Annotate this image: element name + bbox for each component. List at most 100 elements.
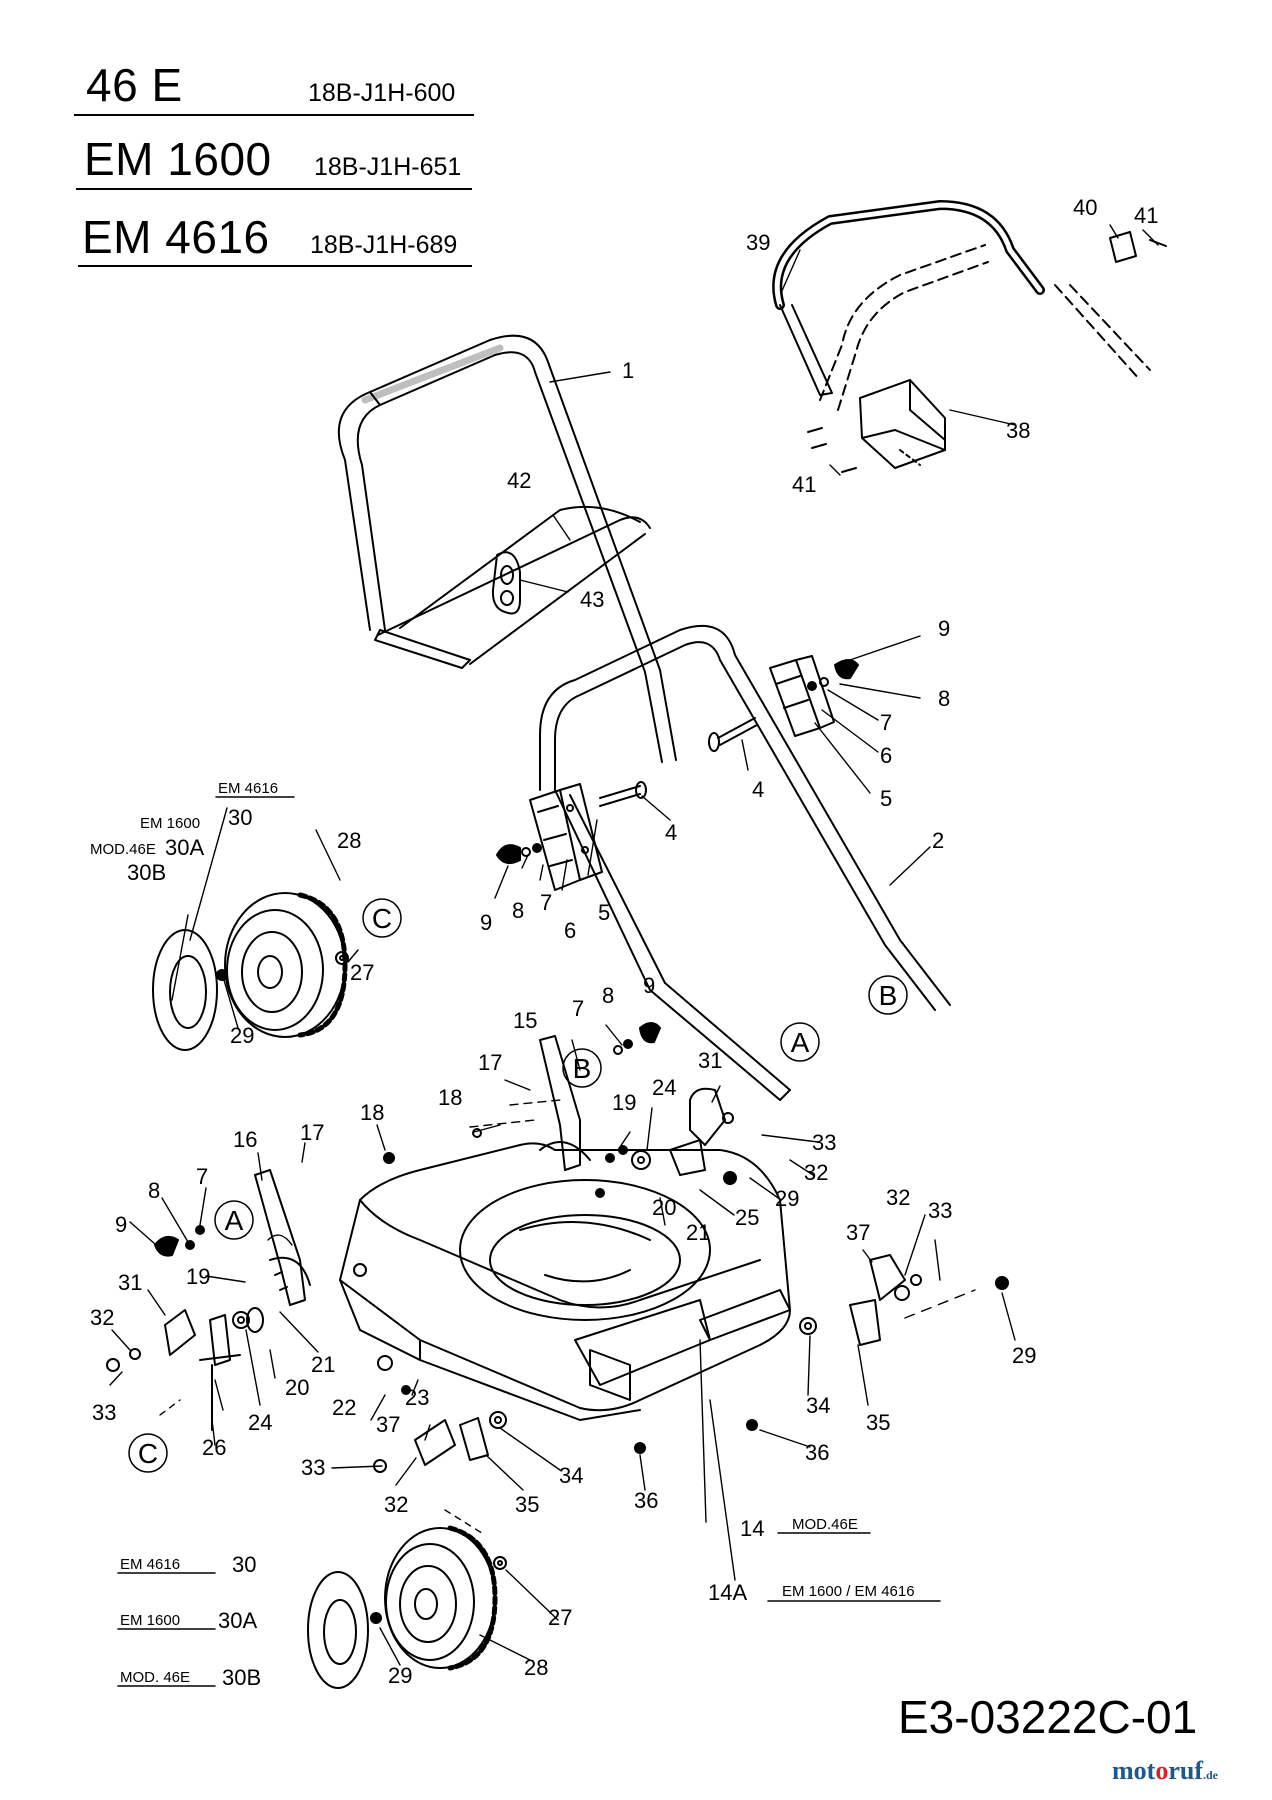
callout: 19 (186, 1264, 210, 1289)
callout: 14 (740, 1516, 764, 1541)
callout: 41 (1134, 203, 1158, 228)
callout: 42 (507, 468, 531, 493)
callout: 32 (384, 1492, 408, 1517)
cross-bar (374, 505, 651, 669)
callout: 34 (806, 1393, 830, 1418)
bolt-4-right (708, 717, 758, 752)
callout: 5 (880, 786, 892, 811)
callout: 27 (350, 960, 374, 985)
model-row-em4616: EM 4616 18B-J1H-689 (82, 210, 457, 264)
note-mod46e: MOD.46E (792, 1516, 858, 1533)
ref-letter-a: A (225, 1205, 244, 1236)
callout: 32 (804, 1160, 828, 1185)
callout: 7 (572, 996, 584, 1021)
callout: 35 (515, 1492, 539, 1517)
callout: 15 (513, 1008, 537, 1033)
callout: 7 (540, 890, 552, 915)
callout: 35 (866, 1410, 890, 1435)
watermark-part: o (1155, 1756, 1169, 1785)
note-mod46e: MOD.46E (90, 841, 156, 858)
callout: 33 (812, 1130, 836, 1155)
ref-letter-c: C (372, 903, 392, 934)
callout: 17 (300, 1120, 324, 1145)
callout: 30B (127, 860, 166, 885)
callout: 32 (90, 1305, 114, 1330)
watermark-part: .de (1203, 1768, 1218, 1782)
small-hardware (106, 951, 1009, 1624)
callout: 24 (248, 1410, 272, 1435)
wheel-bracket-front-left (164, 1309, 241, 1431)
height-lever-left (254, 1169, 311, 1306)
callout: 30A (218, 1608, 257, 1633)
cable-clip (491, 551, 521, 615)
callout: 33 (928, 1198, 952, 1223)
callout: 39 (746, 230, 770, 255)
callout: 2 (932, 828, 944, 853)
callout: 9 (115, 1212, 127, 1237)
ref-letter-c: C (138, 1438, 158, 1469)
knob-9-right (807, 659, 859, 691)
mower-deck (339, 1142, 791, 1421)
callout-numbers: 1 42 43 9 8 7 6 5 4 4 2 9 8 7 6 5 28 27 … (90, 195, 1158, 1690)
callout: 1 (622, 358, 634, 383)
callout: 31 (698, 1048, 722, 1073)
callout: 21 (311, 1352, 335, 1377)
reference-letters: C A B B A C (138, 903, 897, 1469)
callout: 41 (792, 472, 816, 497)
model-name: EM 1600 (84, 133, 272, 185)
leader-lines (109, 224, 1159, 1666)
callout: 9 (938, 616, 950, 641)
callout: 31 (118, 1270, 142, 1295)
model-name: EM 4616 (82, 211, 270, 263)
callout: 7 (880, 710, 892, 735)
upper-handle (337, 334, 677, 763)
model-code: 18B-J1H-689 (310, 231, 458, 259)
model-name: 46 E (86, 59, 183, 111)
handle-clamp-right (769, 655, 835, 737)
callout: 4 (752, 777, 764, 802)
header-rule (76, 188, 472, 190)
callout: 26 (202, 1435, 226, 1460)
note-em1600: EM 1600 (140, 815, 200, 832)
callout: 29 (775, 1186, 799, 1211)
callout: 29 (388, 1663, 412, 1688)
callout: 36 (805, 1440, 829, 1465)
callout: 37 (376, 1412, 400, 1437)
callout: 33 (301, 1455, 325, 1480)
callout: 20 (652, 1195, 676, 1220)
callout: 17 (478, 1050, 502, 1075)
watermark-logo: motoruf.de (1112, 1756, 1218, 1786)
height-lever-right (539, 1035, 591, 1171)
callout: 28 (524, 1655, 548, 1680)
wheel-front (224, 892, 348, 1038)
callout: 30A (165, 835, 204, 860)
lower-handle (539, 625, 951, 1101)
handle-grip-detail (772, 200, 1167, 473)
callout: 27 (548, 1605, 572, 1630)
callout: 21 (686, 1220, 710, 1245)
callout: 23 (405, 1385, 429, 1410)
callout: 30 (228, 805, 252, 830)
callout: 30B (222, 1665, 261, 1690)
callout: 9 (643, 973, 655, 998)
callout: 29 (1012, 1343, 1036, 1368)
ref-letter-a: A (791, 1027, 810, 1058)
callout: 22 (332, 1395, 356, 1420)
knob-9-left (496, 843, 542, 865)
callout: 25 (735, 1205, 759, 1230)
hubcap-rear (307, 1571, 369, 1689)
note-em1600: EM 1600 (120, 1612, 180, 1629)
bolt-4-left (599, 781, 647, 807)
wheel-bracket-rear-left (414, 1417, 489, 1466)
callout: 18 (438, 1085, 462, 1110)
callout: 24 (652, 1075, 676, 1100)
callout: 19 (612, 1090, 636, 1115)
callout: 16 (233, 1127, 257, 1152)
watermark-part: mot (1112, 1756, 1156, 1785)
model-code: 18B-J1H-651 (314, 153, 462, 181)
model-row-em1600: EM 1600 18B-J1H-651 (84, 132, 461, 186)
callout: 14A (708, 1580, 747, 1605)
wheel-bracket-front-right (669, 1087, 726, 1176)
callout: 4 (665, 820, 677, 845)
